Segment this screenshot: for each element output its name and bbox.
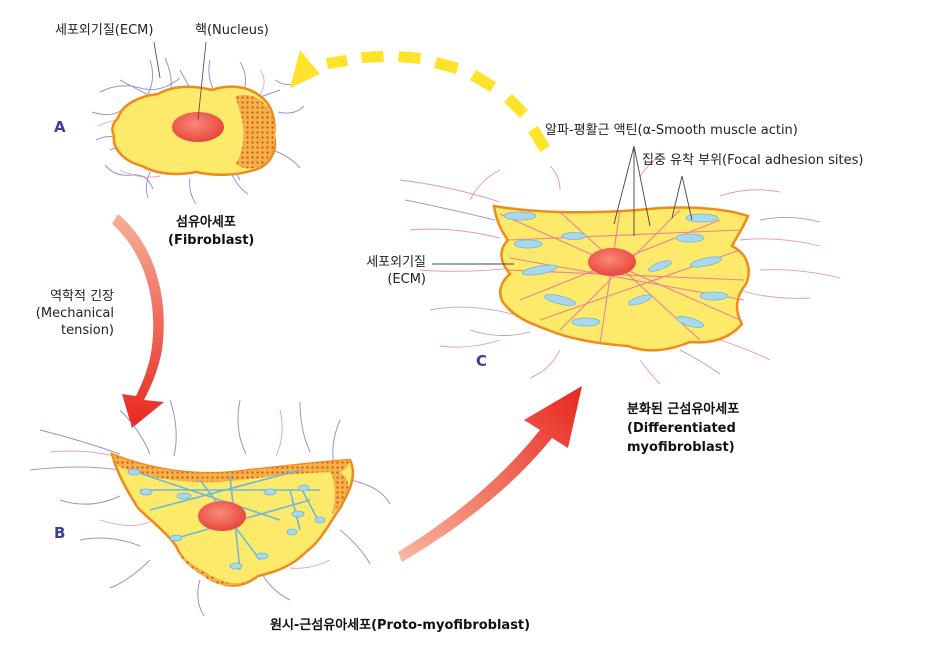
cell-c-nucleus: [588, 248, 636, 276]
cell-c-actin-label: 알파-평활근 액틴(α-Smooth muscle actin): [545, 123, 798, 138]
cell-b-hatch-bottom: [178, 552, 258, 586]
cell-a-letter: A: [54, 118, 66, 136]
tension-label-line1: 역학적 긴장: [50, 289, 114, 304]
cell-a-name-ko: 섬유아세포: [176, 215, 236, 230]
cell-b-proto-myofibroblast: [29, 399, 391, 617]
cell-b-name: 원시-근섬유아세포(Proto-myofibroblast): [270, 618, 531, 633]
arrow-a-to-b: [112, 214, 164, 428]
cell-a-hatch: [236, 94, 276, 169]
cell-c-focal-adhesion-label: 집중 유착 부위(Focal adhesion sites): [642, 153, 864, 168]
cell-b-nucleus: [198, 501, 246, 531]
cell-b-adhesions: [127, 468, 326, 570]
cell-a-nucleus: [172, 112, 224, 142]
tension-label: 역학적 긴장 (Mechanical tension): [14, 288, 114, 339]
arrow-c-to-a-dashed: [290, 50, 550, 152]
cell-c-focal-adhesions: [503, 211, 729, 328]
cell-c-name-en-2: myofibroblast): [627, 440, 735, 455]
cell-a-nucleus-label: 핵(Nucleus): [195, 23, 269, 38]
cell-a-name-en: (Fibroblast): [168, 233, 255, 248]
tension-label-line3: tension): [61, 323, 114, 338]
cell-c-letter: C: [476, 352, 488, 370]
cell-c-ecm-label-line1: 세포외기질: [366, 255, 426, 270]
cell-c-ecm-fibers: [399, 155, 841, 385]
arrow-b-to-c: [398, 386, 582, 562]
cell-c-ecm-label: 세포외기질 (ECM): [326, 254, 426, 288]
cell-a-ecm-label: 세포외기질(ECM): [55, 23, 154, 38]
cell-c-name-ko: 분화된 근섬유아세포: [627, 402, 740, 417]
cell-a-fibroblast: [91, 41, 305, 205]
cell-b-letter: B: [54, 524, 66, 542]
cell-b-ecm-fibers: [29, 399, 391, 617]
cell-c-name: 분화된 근섬유아세포 (Differentiated myofibroblast…: [627, 400, 739, 457]
cell-c-differentiated-myofibroblast: [399, 145, 841, 385]
cell-b-hatch-top: [112, 454, 350, 483]
cell-c-name-en-1: (Differentiated: [627, 421, 736, 436]
cell-c-ecm-label-line2: (ECM): [387, 272, 426, 287]
tension-label-line2: (Mechanical: [35, 306, 114, 321]
